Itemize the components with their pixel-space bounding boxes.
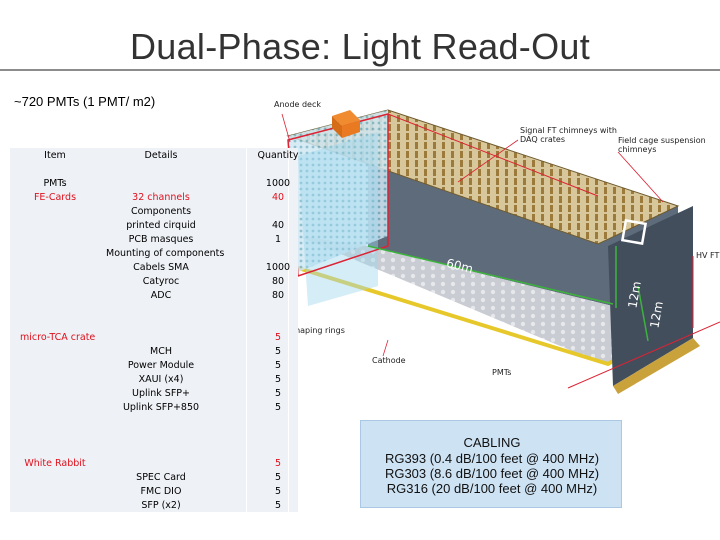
shaping-rings-label: Shaping rings: [290, 326, 345, 335]
row-details: Components: [130, 206, 192, 217]
row-qty: 5: [274, 374, 282, 385]
cathode-label: Cathode: [372, 356, 406, 365]
cabling-line: RG316 (20 dB/100 feet @ 400 MHz): [386, 481, 598, 496]
cabling-line: RG303 (8.6 dB/100 feet @ 400 MHz): [384, 466, 600, 481]
row-qty: 1: [274, 234, 282, 245]
row-details: Mounting of components: [106, 248, 225, 259]
row-details: XAUI (x4): [138, 374, 184, 385]
row-qty: 1000: [265, 262, 291, 273]
row-item: micro-TCA crate: [20, 332, 96, 343]
cabling-line: RG393 (0.4 dB/100 feet @ 400 MHz): [384, 451, 600, 466]
cabling-title: CABLING: [463, 435, 521, 450]
row-qty: 80: [271, 290, 285, 301]
row-details: 32 channels: [132, 192, 190, 203]
row-details: ADC: [150, 290, 172, 301]
row-qty: 80: [271, 276, 285, 287]
row-details: MCH: [150, 346, 172, 357]
row-details: Uplink SFP+850: [122, 402, 200, 413]
row-item: FE-Cards: [33, 192, 77, 203]
row-qty: 40: [271, 192, 285, 203]
row-qty: 5: [274, 472, 282, 483]
hv-ft-label: HV FT: [696, 251, 720, 260]
pmt-count-subtitle: ~720 PMTs (1 PMT/ m2): [14, 94, 156, 109]
column-separator: [246, 148, 247, 512]
row-qty: 5: [274, 332, 282, 343]
detector-illustration: Anode deck Signal FT chimneys with DAQ c…: [268, 96, 720, 396]
row-qty: 40: [271, 220, 285, 231]
row-qty: 5: [274, 346, 282, 357]
title-divider: [0, 69, 720, 71]
row-item: White Rabbit: [24, 458, 86, 469]
row-qty: 5: [274, 388, 282, 399]
row-qty: 5: [274, 402, 282, 413]
slide-title: Dual-Phase: Light Read-Out: [129, 26, 591, 67]
row-qty: 5: [274, 486, 282, 497]
row-details: PCB masques: [128, 234, 194, 245]
row-details: SPEC Card: [136, 472, 186, 483]
anode-deck-label: Anode deck: [274, 100, 322, 109]
row-details: printed cirquid: [126, 220, 196, 231]
cabling-box: CABLING RG393 (0.4 dB/100 feet @ 400 MHz…: [360, 420, 622, 508]
row-details: Cabels SMA: [133, 262, 189, 273]
row-qty: 5: [274, 500, 282, 511]
header-details: Details: [144, 150, 178, 161]
detector-drawing: [281, 109, 720, 394]
row-details: SFP (x2): [141, 500, 181, 511]
row-details: Catyroc: [142, 276, 180, 287]
row-qty: 1000: [265, 178, 291, 189]
pmts-label: PMTs: [492, 368, 512, 377]
field-cage-label: Field cage suspension chimneys: [618, 136, 706, 155]
header-quantity: Quantity: [257, 150, 299, 161]
row-qty: 5: [274, 458, 282, 469]
row-details: Uplink SFP+: [132, 388, 190, 399]
row-details: Power Module: [127, 360, 195, 371]
components-table: Item Details Quantity PMTs 1000 FE-Cards…: [10, 148, 299, 512]
row-details: FMC DIO: [140, 486, 182, 497]
header-item: Item: [44, 150, 66, 161]
row-item: PMTs: [43, 178, 67, 189]
column-separator: [288, 148, 289, 512]
signal-ft-label: Signal FT chimneys with DAQ crates: [520, 126, 617, 145]
row-qty: 5: [274, 360, 282, 371]
